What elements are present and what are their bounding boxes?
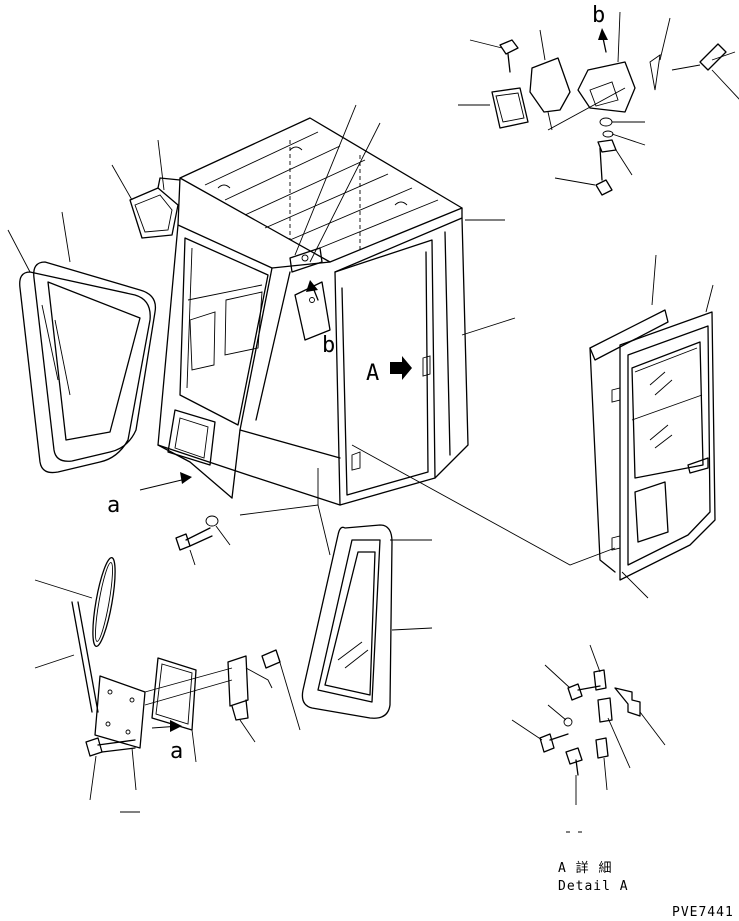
detail-a-parts [511,644,666,805]
callout-a-mirror: a [170,739,183,764]
view-a-arrow-icon [390,356,412,380]
work-lamp-left [111,139,181,239]
view-b-label: b [322,333,335,358]
detail-title-en: Detail A [558,879,629,894]
cab-door [589,254,716,599]
view-a-label: A [366,361,379,386]
drawing-code: PVE7441 [672,905,734,920]
front-lower-window [301,524,433,719]
callout-a-left: a [107,493,120,518]
cab-body [157,104,616,566]
bolt-washer [175,515,231,566]
mirror-assembly [34,557,301,801]
detail-title-jp: A 詳 細 [558,860,612,876]
callout-b-top: b [592,3,605,28]
side-window-left [7,211,157,474]
lamp-assembly-top [458,11,739,196]
